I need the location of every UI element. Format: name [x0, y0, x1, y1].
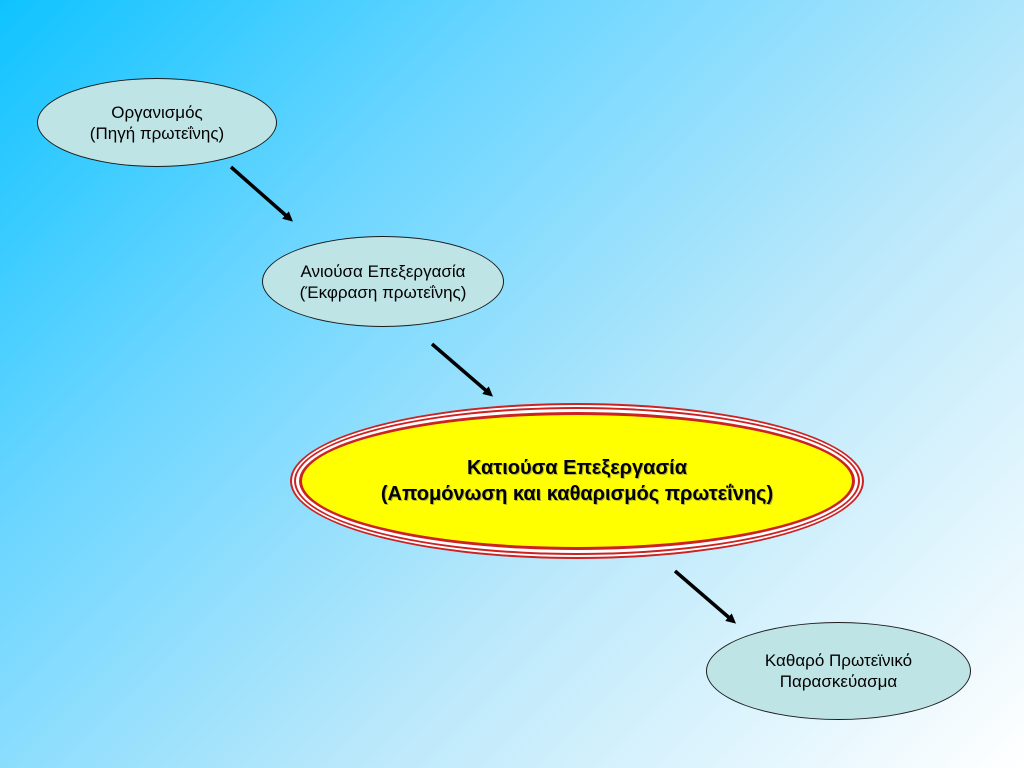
arrow-3-to-4	[673, 569, 737, 624]
node-pure-protein-title: Καθαρό Πρωτεϊνικό	[764, 651, 913, 670]
arrow-1-to-2	[229, 165, 294, 222]
node-organism-title: Οργανισμός	[111, 102, 203, 122]
node-upstream-title: Ανιούσα Επεξεργασία	[300, 261, 466, 281]
node-pure-protein-subtitle: Παρασκεύασμα	[779, 672, 898, 691]
arrow-2-to-3	[430, 342, 494, 397]
node-downstream-subtitle: (Απομόνωση και καθαρισμός πρωτεΐνης)	[380, 483, 774, 505]
node-organism: Οργανισμός (Πηγή πρωτεΐνης)	[37, 78, 277, 167]
node-pure-protein-preparation: Καθαρό Πρωτεϊνικό Παρασκεύασμα	[706, 622, 971, 720]
node-upstream-subtitle: (Έκφραση πρωτεΐνης)	[299, 282, 467, 302]
node-upstream-processing: Ανιούσα Επεξεργασία (Έκφραση πρωτεΐνης)	[262, 236, 504, 327]
node-downstream-title: Κατιούσα Επεξεργασία	[466, 457, 688, 479]
node-organism-subtitle: (Πηγή πρωτεΐνης)	[89, 123, 225, 143]
node-downstream-processing: Κατιούσα Επεξεργασία (Απομόνωση και καθα…	[299, 412, 855, 550]
